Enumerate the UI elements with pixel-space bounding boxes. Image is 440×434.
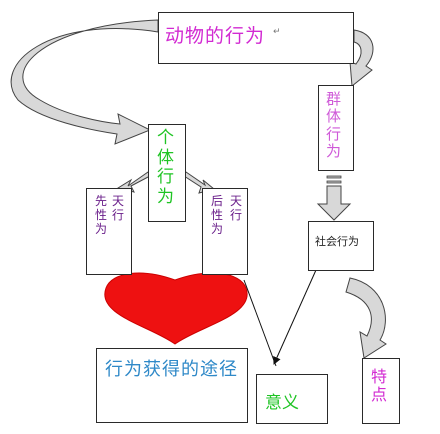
curved-arrow-to-group bbox=[349, 29, 374, 87]
line-learned-to-meaning bbox=[243, 279, 277, 367]
learned-behavior-box: 后 性 为 天 行 bbox=[202, 188, 248, 275]
animal-behavior-label: 动物的行为 bbox=[165, 25, 266, 47]
learned-behavior-col1: 后 性 为 bbox=[211, 194, 224, 236]
significance-label: 意义 bbox=[265, 393, 299, 413]
heart-shape bbox=[104, 272, 248, 345]
group-behavior-label: 群 体 行 为 bbox=[326, 90, 342, 160]
acquisition-ways-box: 行为获得的途径 bbox=[96, 348, 248, 423]
acquisition-ways-label: 行为获得的途径 bbox=[105, 359, 238, 380]
block-arrow-to-social bbox=[316, 175, 352, 221]
individual-behavior-label: 个 体 行 为 bbox=[157, 128, 174, 207]
significance-box: 意义 bbox=[256, 374, 328, 424]
curved-arrow-to-features bbox=[345, 277, 387, 359]
innate-behavior-box: 天 行 先 性 为 bbox=[86, 188, 132, 275]
group-behavior-box: 群 体 行 为 bbox=[318, 85, 354, 171]
innate-behavior-col2: 先 性 为 bbox=[95, 194, 108, 236]
features-box: 特 点 bbox=[362, 358, 400, 424]
curved-arrow-to-individual bbox=[10, 19, 159, 145]
animal-behavior-box: 动物的行为↵ bbox=[158, 12, 354, 64]
individual-behavior-box: 个 体 行 为 bbox=[148, 124, 186, 222]
line-social-to-meaning bbox=[273, 269, 317, 365]
social-behavior-box: 社会行为 bbox=[308, 221, 374, 271]
learned-behavior-col2: 天 行 bbox=[230, 194, 243, 222]
social-behavior-label: 社会行为 bbox=[315, 235, 359, 248]
innate-behavior-col1: 天 行 bbox=[112, 194, 125, 222]
features-label: 特 点 bbox=[371, 367, 388, 405]
